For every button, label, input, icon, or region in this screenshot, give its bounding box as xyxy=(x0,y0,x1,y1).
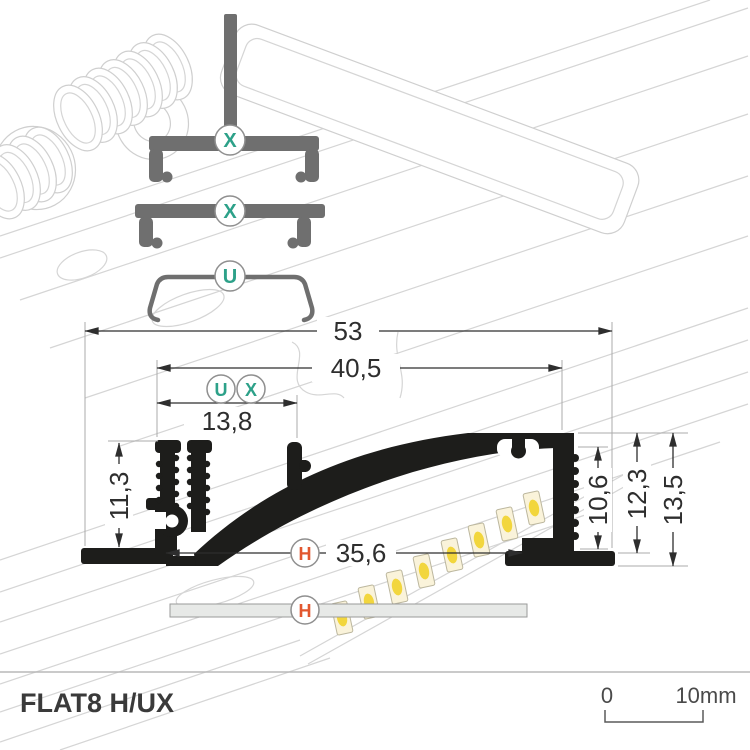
dim-left-height: 11,3 xyxy=(104,472,134,521)
scale-ten-label: 10mm xyxy=(675,683,736,708)
scale-zero-label: 0 xyxy=(601,683,613,708)
profile-right-foot xyxy=(505,551,615,566)
marker-x-mid: X xyxy=(223,201,237,223)
snap-tooth xyxy=(287,442,302,490)
dim-wall-height: 12,3 xyxy=(622,469,652,520)
dim-upper-width: 40,5 xyxy=(331,353,382,383)
dim-inner-height: 10,6 xyxy=(583,475,613,526)
dimension-labels: 53 40,5 13,8 35,6 11,3 10,6 12,3 13,5 xyxy=(104,316,688,568)
marker-h-diffuser: H xyxy=(299,601,312,621)
marker-badges: X X U U X H H xyxy=(206,124,320,625)
footer: FLAT8 H/UX 0 10mm xyxy=(0,671,750,723)
product-title: FLAT8 H/UX xyxy=(20,688,174,718)
profile-left-foot xyxy=(81,548,173,564)
spring-coil-left xyxy=(0,126,73,220)
spring-coil-main xyxy=(53,33,193,152)
dim-inner-width: 35,6 xyxy=(336,538,387,568)
led-strip xyxy=(330,490,546,636)
scale-bar xyxy=(604,710,704,723)
marker-x-top: X xyxy=(223,130,237,152)
dim-total-height: 13,5 xyxy=(658,475,688,526)
diffuser-plate-sketch xyxy=(219,23,640,235)
hanging-stem xyxy=(224,14,237,142)
profile-right-wall xyxy=(553,438,574,553)
marker-pair-u: U xyxy=(215,380,228,400)
dim-clip-spacing: 13,8 xyxy=(202,406,253,436)
mounting-fins xyxy=(155,440,212,532)
marker-u: U xyxy=(223,266,237,288)
aluminium-profile-section xyxy=(81,433,615,566)
diffuser-bar xyxy=(169,603,528,618)
marker-h-strip: H xyxy=(299,544,312,564)
dim-total-width: 53 xyxy=(334,316,363,346)
marker-pair-x: X xyxy=(245,380,257,400)
mounting-accessories xyxy=(135,14,325,323)
